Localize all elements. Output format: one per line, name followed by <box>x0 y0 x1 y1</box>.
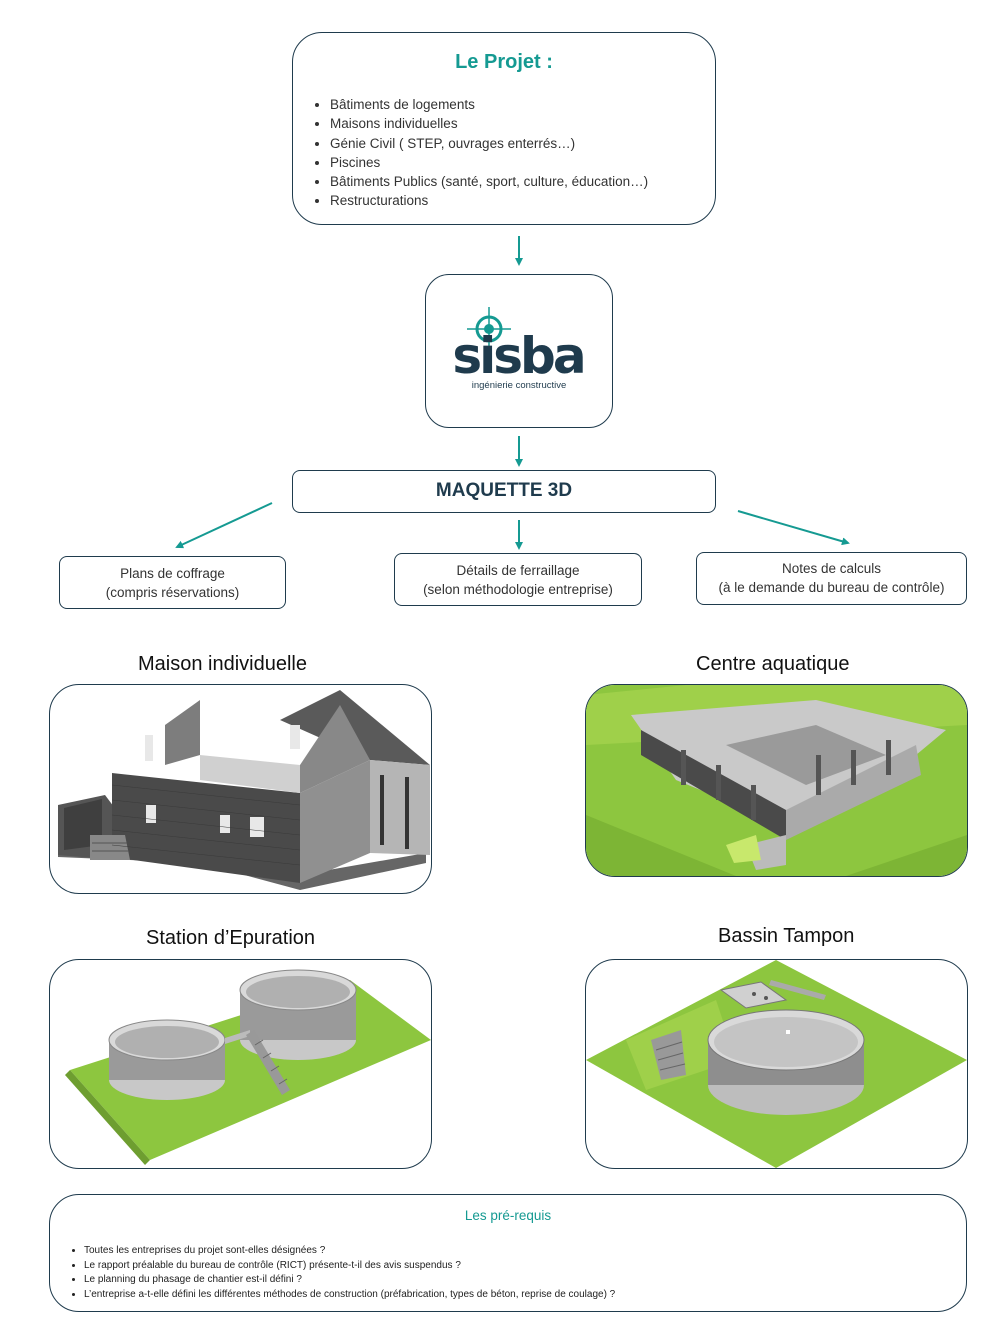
notes-line2: (à le demande du bureau de contrôle) <box>718 580 945 595</box>
arrow-maquette-to-plans <box>175 502 273 549</box>
list-item: Piscines <box>330 153 648 172</box>
list-item: Le rapport préalable du bureau de contrô… <box>84 1259 615 1274</box>
maquette-title: MAQUETTE 3D <box>435 480 573 501</box>
notes-line1: Notes de calculs <box>781 561 882 576</box>
plans-line1: Plans de coffrage <box>120 566 225 581</box>
notes-calculs-box: Notes de calculs (à le demande du bureau… <box>696 552 967 605</box>
list-item: Toutes les entreprises du projet sont-el… <box>84 1244 615 1259</box>
list-item: Bâtiments Publics (santé, sport, culture… <box>330 172 648 191</box>
list-item: Restructurations <box>330 191 648 210</box>
logo-box: sisba ingénierie constructive <box>425 274 613 428</box>
list-item: Le planning du phasage de chantier est-i… <box>84 1273 615 1288</box>
list-item: Bâtiments de logements <box>330 95 648 114</box>
project-title: Le Projet : <box>455 51 553 73</box>
maquette-box: MAQUETTE 3D <box>292 470 716 513</box>
bassin-title: Bassin Tampon <box>718 925 855 947</box>
list-item: L’entreprise a-t-elle défini les différe… <box>84 1288 615 1303</box>
logo-wordmark: sisba <box>452 327 583 385</box>
station-epuration-image <box>49 959 432 1169</box>
project-box: Le Projet : Bâtiments de logements Maiso… <box>292 32 716 225</box>
list-item: Maisons individuelles <box>330 114 648 133</box>
maison-image <box>49 684 432 894</box>
sisba-logo: sisba ingénierie constructive <box>452 307 587 391</box>
centre-title: Centre aquatique <box>696 653 850 675</box>
target-icon <box>467 307 511 351</box>
details-ferraillage-box: Détails de ferraillage (selon méthodolog… <box>394 553 642 606</box>
arrow-maquette-to-notes <box>737 510 850 546</box>
maison-title: Maison individuelle <box>138 653 307 675</box>
list-item: Génie Civil ( STEP, ouvrages enterrés…) <box>330 134 648 153</box>
plans-line2: (compris réservations) <box>105 585 240 600</box>
details-line2: (selon méthodologie entreprise) <box>423 582 613 597</box>
prerequisites-box: Les pré-requis Toutes les entreprises du… <box>49 1194 967 1312</box>
station-title: Station d’Epuration <box>146 927 316 949</box>
plans-coffrage-box: Plans de coffrage (compris réservations) <box>59 556 286 609</box>
project-list: Bâtiments de logements Maisons individue… <box>309 95 648 211</box>
bassin-tampon-image <box>585 959 968 1169</box>
prerequisites-list: Toutes les entreprises du projet sont-el… <box>64 1244 615 1302</box>
details-line1: Détails de ferraillage <box>456 563 580 578</box>
centre-aquatique-image <box>585 684 968 877</box>
prerequisites-title: Les pré-requis <box>464 1208 552 1223</box>
logo-tagline: ingénierie constructive <box>472 380 567 391</box>
